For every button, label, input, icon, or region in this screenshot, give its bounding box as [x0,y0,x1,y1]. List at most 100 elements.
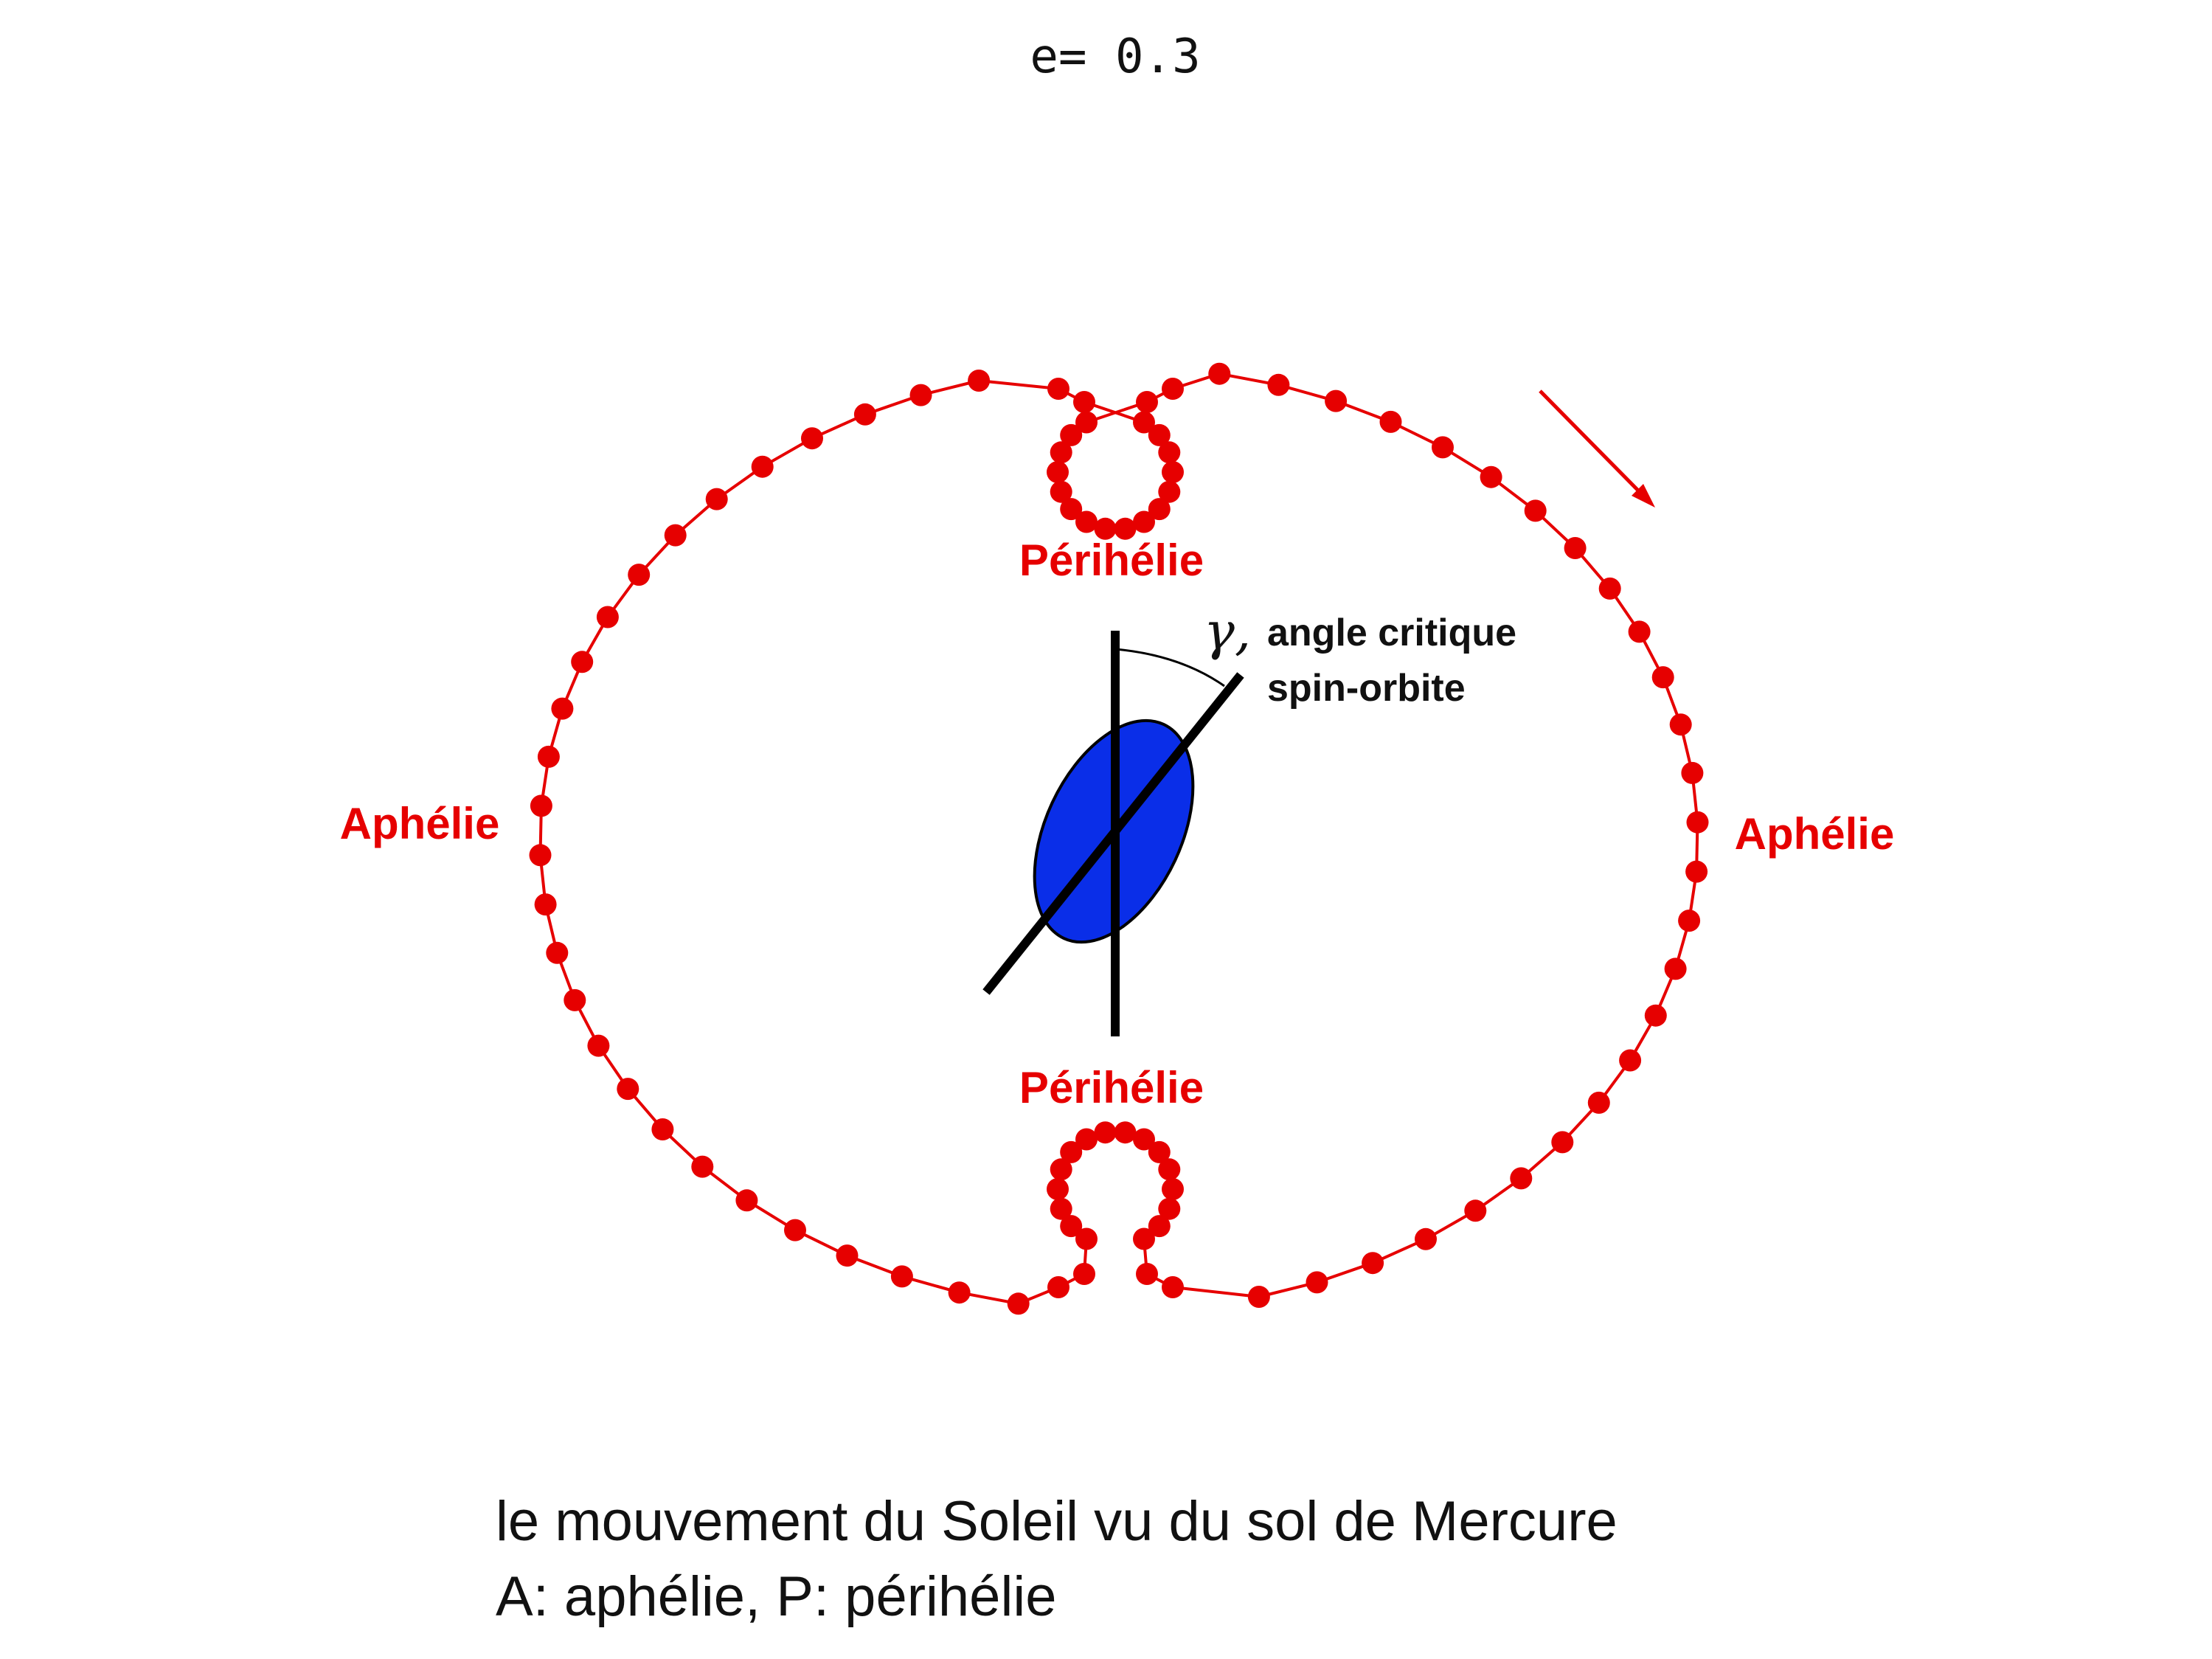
sun-position-dot [705,488,728,510]
sun-positions [529,362,1709,1315]
sun-position-dot [1551,1131,1574,1154]
sun-position-dot [1267,373,1290,396]
sun-position-dot [1510,1167,1533,1190]
aphelion-label-left: Aphélie [340,799,500,848]
sun-position-dot [1379,410,1402,433]
sun-position-dot [890,1265,913,1288]
sun-position-dot [1325,389,1348,412]
perihelion-label-top: Périhélie [1019,536,1204,585]
sun-position-dot [546,941,569,964]
sun-position-dot [651,1118,674,1140]
sun-position-dot [1464,1199,1487,1222]
sun-position-dot [1060,1215,1083,1238]
sun-position-dot [1094,1121,1117,1144]
sun-position-dot [1162,378,1184,400]
sun-position-dot [1415,1227,1437,1250]
spin-axis [982,672,1244,995]
eccentricity-title: e= 0.3 [1030,30,1200,84]
sun-position-dot [1158,1158,1181,1181]
sun-position-dot [1598,577,1621,600]
sun-position-dot [1073,391,1095,413]
sun-position-dot [1306,1271,1328,1294]
sun-position-dot [909,384,932,406]
gamma-symbol: γ, [1204,601,1251,662]
sun-position-dot [551,697,574,720]
sun-position-dot [1136,1263,1158,1285]
sun-position-dot [1136,391,1158,413]
sun-position-dot [1564,537,1587,559]
sun-position-dot [1060,498,1083,521]
sun-position-dot [1162,461,1184,483]
sun-position-dot [1075,411,1098,434]
sun-position-dot [587,1034,610,1057]
sun-position-dot [1587,1091,1610,1114]
sun-position-dot [1133,510,1155,533]
sun-position-dot [1685,860,1708,883]
sun-position-dot [1148,1215,1171,1238]
sun-position-dot [530,794,552,817]
sun-position-dot [1047,461,1069,483]
sun-position-dot [751,455,774,478]
sun-position-dot [1148,498,1171,521]
sun-position-dot [1362,1252,1384,1275]
critical-angle-arc [1114,648,1225,688]
sun-position-dot [853,403,876,426]
sun-position-dot [1524,499,1547,522]
sun-position-dot [1480,465,1502,488]
sun-position-dot [1678,910,1701,932]
aphelion-label-right: Aphélie [1735,809,1895,859]
sun-position-dot [617,1078,639,1101]
sun-position-dot [1075,1227,1098,1250]
sun-position-dot [1133,1227,1155,1250]
caption-line1: le mouvement du Soleil vu du sol de Merc… [496,1490,1618,1553]
sun-position-dot [1073,1263,1095,1285]
sun-position-dot [691,1155,714,1178]
sun-position-dot [1075,510,1098,533]
sun-position-dot [564,988,586,1011]
sun-position-dot [784,1219,806,1241]
sun-position-dot [1669,713,1692,736]
sun-position-dot [534,893,557,916]
sun-position-dot [801,427,823,450]
sun-position-dot [1628,620,1651,643]
sun-position-dot [1133,1128,1155,1151]
sun-position-dot [537,745,560,768]
caption-line2: A: aphélie, P: périhélie [496,1565,1056,1628]
sun-position-dot [596,606,619,628]
sun-position-dot [1047,1276,1069,1298]
direction-arrow-icon [1539,389,1655,508]
sun-position-dot [1114,517,1137,540]
sun-position-dot [1114,1121,1137,1144]
sun-position-dot [1162,1276,1184,1298]
sun-position-dot [529,844,552,867]
sun-position-dot [1247,1286,1270,1308]
sun-position-dot [968,370,991,392]
sun-position-dot [1050,441,1072,464]
sun-position-dot [1148,1140,1171,1163]
sun-position-dot [1148,423,1171,446]
sun-position-dot [1158,480,1181,503]
sun-track [529,362,1709,1315]
sun-position-dot [1094,517,1117,540]
sun-position-dot [1619,1049,1642,1072]
sun-position-dot [836,1244,859,1267]
sun-position-dot [1681,761,1704,784]
sun-position-dot [1060,1140,1083,1163]
angle-label-line1: angle critique [1267,612,1516,654]
sun-position-dot [1060,423,1083,446]
sun-position-dot [948,1281,971,1304]
sun-position-dot [1686,811,1709,834]
sun-position-dot [1075,1128,1098,1151]
sun-position-dot [1007,1292,1030,1315]
sun-position-dot [1664,957,1687,980]
sun-position-dot [628,564,651,586]
angle-label-line2: spin-orbite [1267,667,1466,710]
sun-position-dot [1047,1178,1069,1200]
sun-position-dot [1644,1004,1667,1027]
sun-position-dot [1158,441,1181,464]
sun-position-dot [1651,666,1674,689]
sun-position-dot [1050,1197,1072,1220]
sun-position-dot [1050,1158,1072,1181]
